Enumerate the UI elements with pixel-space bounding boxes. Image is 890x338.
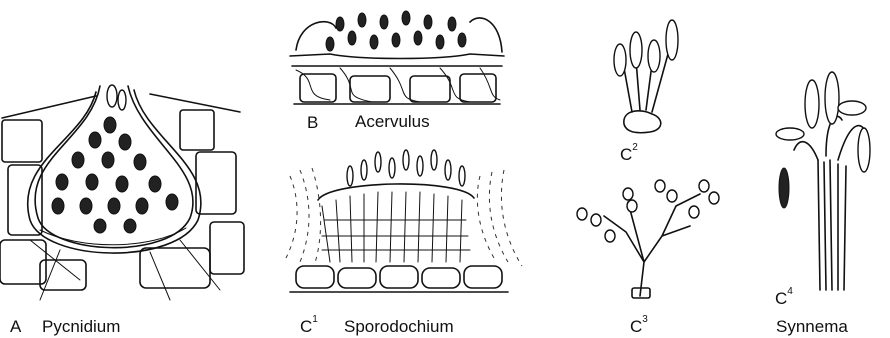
label-c1-letter: C bbox=[300, 317, 312, 336]
label-acervulus-text: Acervulus bbox=[355, 112, 430, 131]
label-pycnidium-text: Pycnidium bbox=[42, 317, 120, 336]
label-c1: C1 bbox=[300, 318, 318, 335]
label-a-letter: A bbox=[10, 317, 21, 336]
label-sporodochium: Sporodochium bbox=[344, 318, 454, 335]
label-synnema-text: Synnema bbox=[776, 317, 848, 336]
pycnidium-drawing bbox=[0, 85, 244, 300]
label-a: A bbox=[10, 318, 21, 335]
label-pycnidium: Pycnidium bbox=[42, 318, 120, 335]
label-c1-sup: 1 bbox=[312, 314, 318, 325]
label-c3-sup: 3 bbox=[642, 314, 648, 325]
conidiophore-c2-drawing bbox=[614, 20, 678, 133]
label-c3-letter: C bbox=[630, 317, 642, 336]
acervulus-drawing bbox=[290, 11, 504, 104]
label-sporodochium-text: Sporodochium bbox=[344, 317, 454, 336]
label-c2-sup: 2 bbox=[632, 142, 638, 153]
label-c2: C2 bbox=[620, 146, 638, 163]
synnema-drawing bbox=[776, 72, 870, 290]
label-c4: C4 bbox=[775, 290, 793, 307]
label-b: B bbox=[307, 114, 318, 131]
label-synnema: Synnema bbox=[776, 318, 848, 335]
label-c2-letter: C bbox=[620, 145, 632, 164]
label-b-letter: B bbox=[307, 113, 318, 132]
label-c4-sup: 4 bbox=[787, 286, 793, 297]
sporodochium-drawing bbox=[286, 150, 522, 292]
label-acervulus: Acervulus bbox=[355, 113, 430, 130]
conidiophore-c3-drawing bbox=[577, 180, 719, 298]
label-c4-letter: C bbox=[775, 289, 787, 308]
label-c3: C3 bbox=[630, 318, 648, 335]
